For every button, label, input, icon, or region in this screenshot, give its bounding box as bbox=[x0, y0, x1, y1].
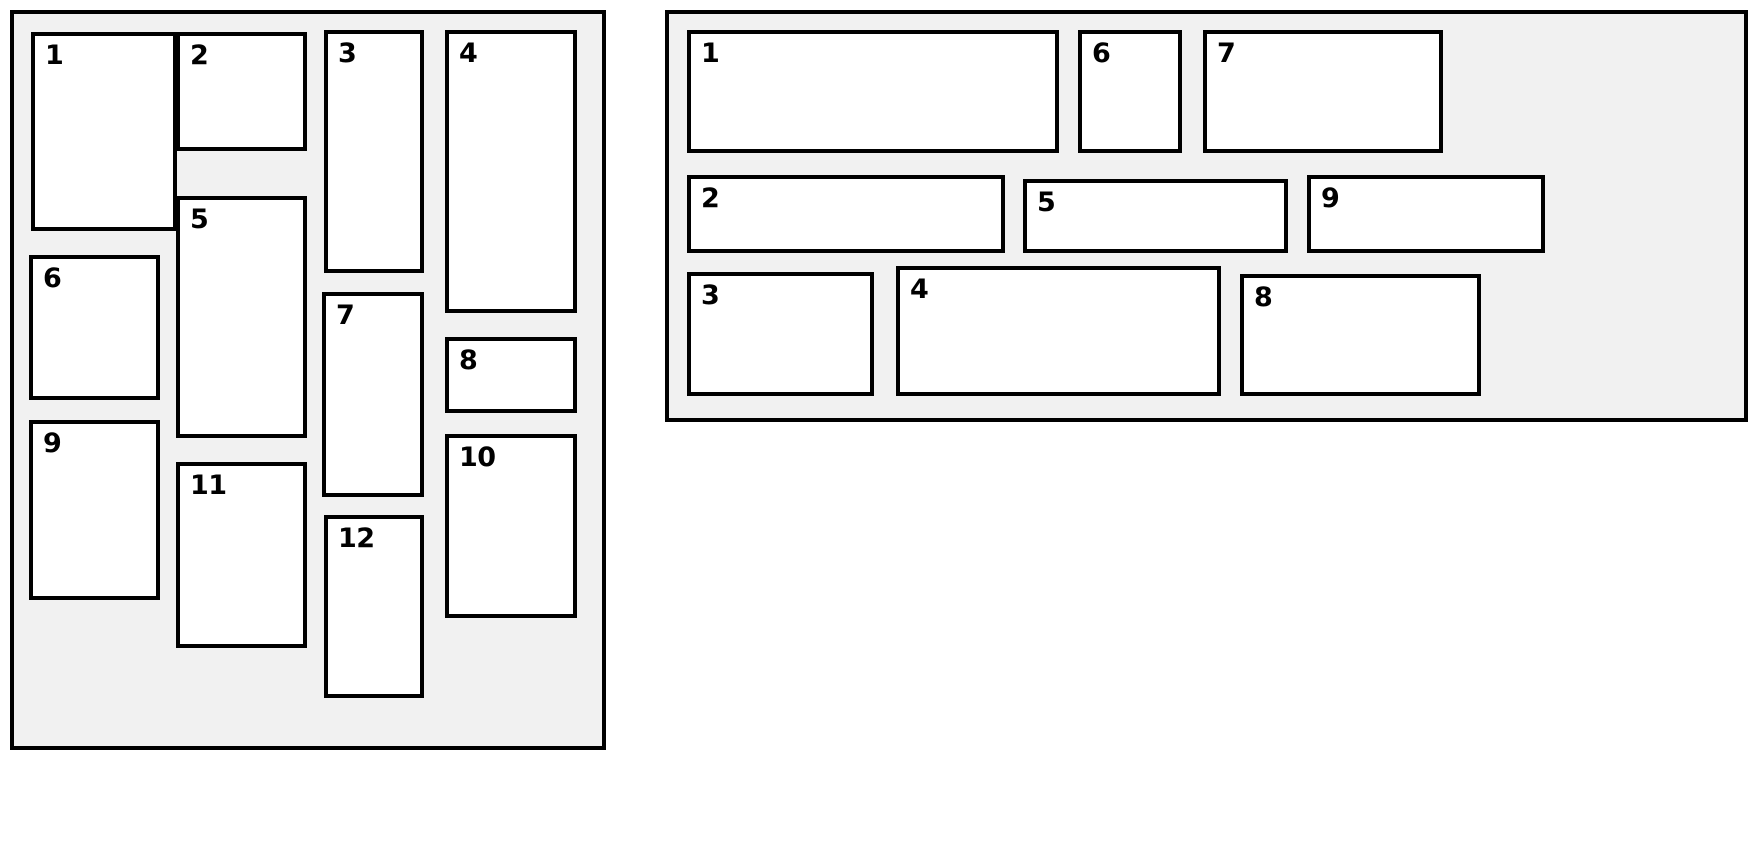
left-panel-cell-8[interactable]: 8 bbox=[445, 337, 577, 413]
cell-label: 7 bbox=[1217, 38, 1236, 69]
left-panel-cell-12[interactable]: 12 bbox=[324, 515, 424, 698]
cell-label: 12 bbox=[338, 523, 375, 554]
right-panel-cell-6[interactable]: 6 bbox=[1078, 30, 1182, 153]
cell-label: 4 bbox=[910, 274, 929, 305]
left-panel-cell-7[interactable]: 7 bbox=[322, 292, 424, 497]
cell-label: 3 bbox=[338, 38, 357, 69]
cell-label: 5 bbox=[1037, 187, 1056, 218]
right-panel-cell-9[interactable]: 9 bbox=[1307, 175, 1545, 253]
cell-label: 6 bbox=[1092, 38, 1111, 69]
left-panel-cell-2[interactable]: 2 bbox=[176, 32, 307, 151]
right-panel: 1 6 7 2 5 9 3 4 8 bbox=[665, 10, 1748, 422]
right-panel-cell-8[interactable]: 8 bbox=[1240, 274, 1481, 396]
cell-label: 10 bbox=[459, 442, 496, 473]
cell-label: 2 bbox=[190, 40, 209, 71]
cell-label: 4 bbox=[459, 38, 478, 69]
left-panel-cell-1[interactable]: 1 bbox=[31, 32, 177, 231]
left-panel-cell-11[interactable]: 11 bbox=[176, 462, 307, 648]
cell-label: 9 bbox=[43, 428, 62, 459]
right-panel-cell-5[interactable]: 5 bbox=[1023, 179, 1288, 253]
left-panel-cell-5[interactable]: 5 bbox=[176, 196, 307, 438]
right-panel-cell-7[interactable]: 7 bbox=[1203, 30, 1443, 153]
left-panel-cell-9[interactable]: 9 bbox=[29, 420, 160, 600]
cell-label: 7 bbox=[336, 300, 355, 331]
right-panel-cell-3[interactable]: 3 bbox=[687, 272, 874, 396]
cell-label: 11 bbox=[190, 470, 227, 501]
cell-label: 8 bbox=[1254, 282, 1273, 313]
cell-label: 8 bbox=[459, 345, 478, 376]
left-panel-cell-10[interactable]: 10 bbox=[445, 434, 577, 618]
cell-label: 9 bbox=[1321, 183, 1340, 214]
cell-label: 1 bbox=[701, 38, 720, 69]
cell-label: 1 bbox=[45, 40, 64, 71]
right-panel-cell-2[interactable]: 2 bbox=[687, 175, 1005, 253]
right-panel-cell-1[interactable]: 1 bbox=[687, 30, 1059, 153]
cell-label: 3 bbox=[701, 280, 720, 311]
cell-label: 5 bbox=[190, 204, 209, 235]
left-panel-cell-6[interactable]: 6 bbox=[29, 255, 160, 400]
left-panel-cell-3[interactable]: 3 bbox=[324, 30, 424, 273]
cell-label: 2 bbox=[701, 183, 720, 214]
cell-label: 6 bbox=[43, 263, 62, 294]
left-panel-cell-4[interactable]: 4 bbox=[445, 30, 577, 313]
right-panel-cell-4[interactable]: 4 bbox=[896, 266, 1221, 396]
